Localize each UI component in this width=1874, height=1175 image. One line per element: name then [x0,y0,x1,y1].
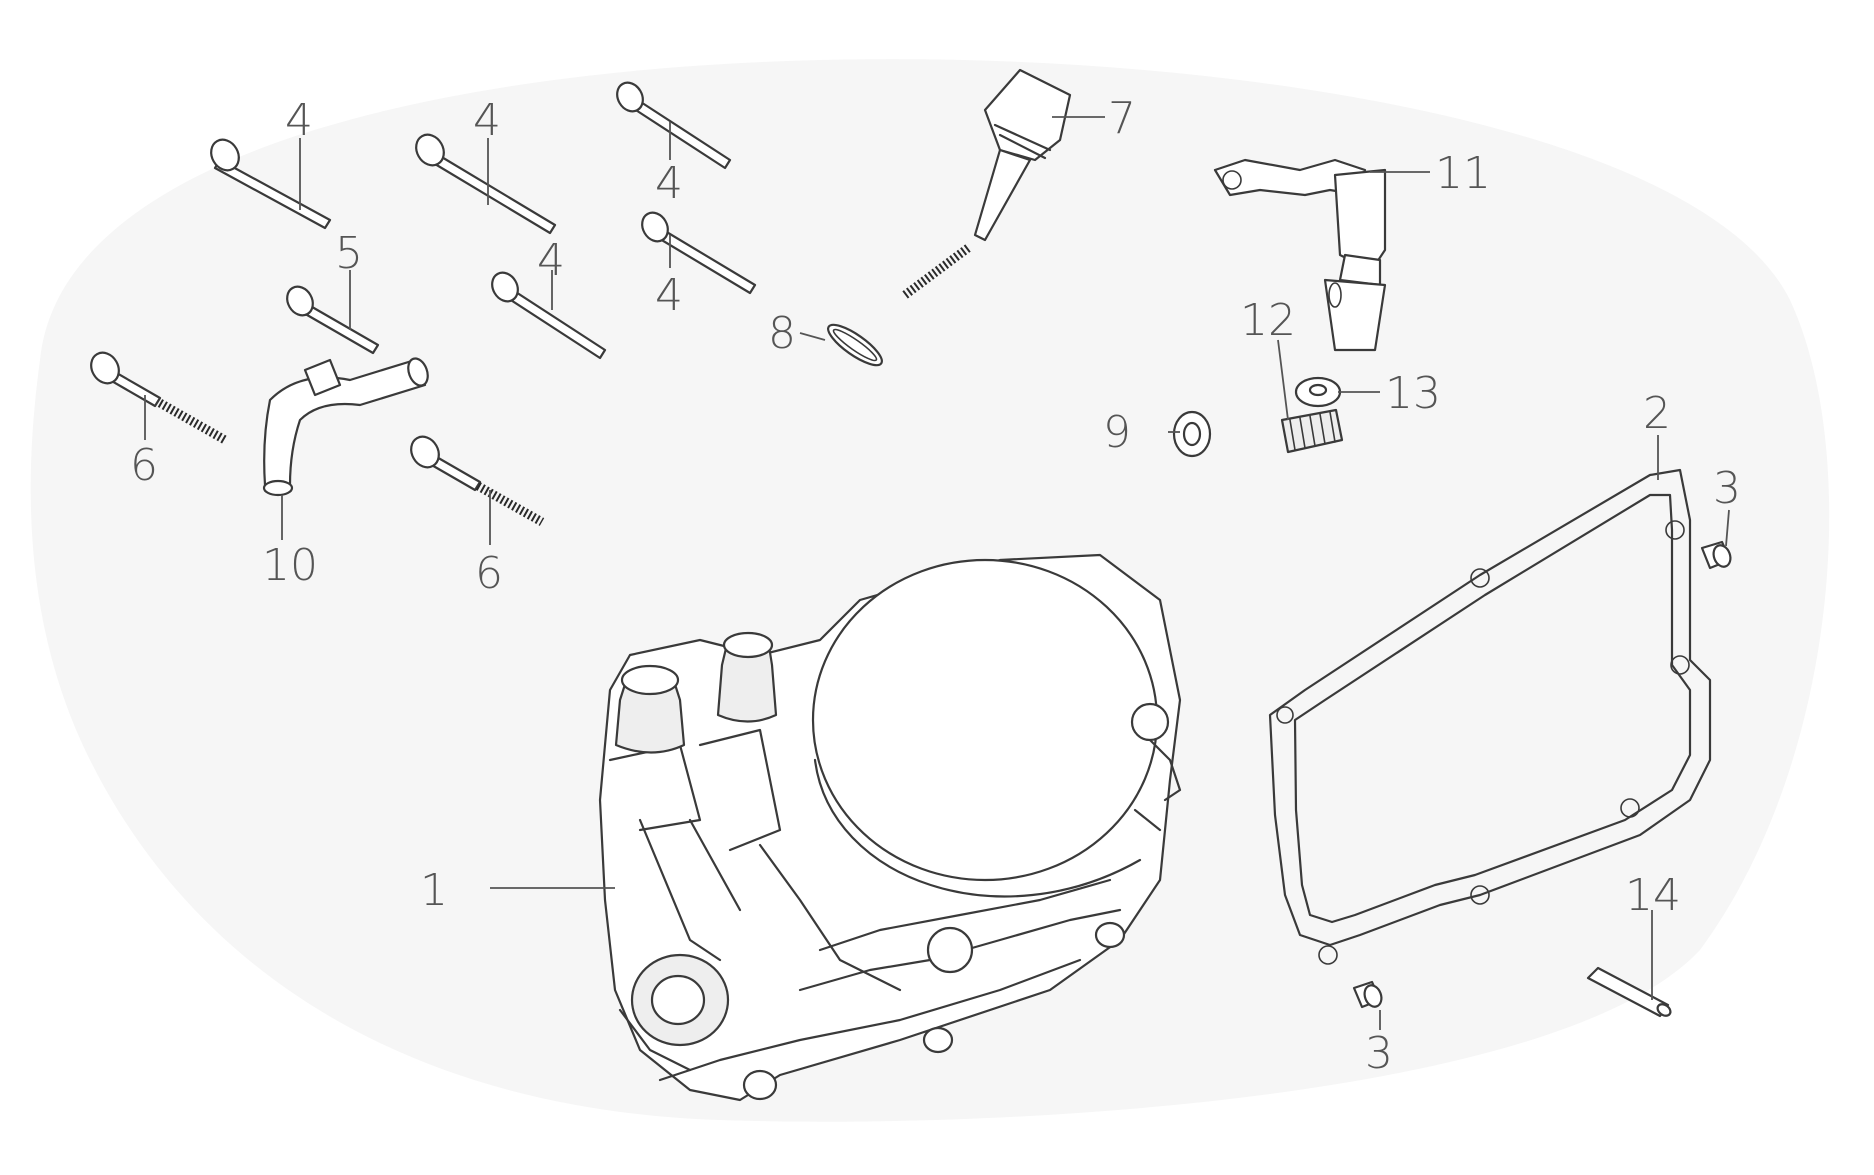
callout-2: 2 [1643,388,1671,439]
part-3-dowel-lower [1352,980,1383,1009]
callout-1: 1 [420,865,448,916]
callout-3-upper: 3 [1713,463,1741,514]
callout-8: 8 [768,308,796,359]
part-11-oil-pipe [1213,158,1387,352]
callout-6-b: 6 [475,548,503,599]
part-2-gasket [1268,468,1712,965]
part-4-bolt-b [415,133,557,235]
callout-6-a: 6 [130,440,158,491]
part-4-bolt-d [641,211,757,295]
part-4-bolt-c [616,81,732,170]
callout-4-c: 4 [655,158,683,209]
callout-11: 11 [1435,148,1491,199]
callout-labels: 1 2 3 3 4 4 4 4 4 5 6 6 7 8 9 10 11 12 1… [130,93,1741,1079]
part-14-pin [1586,966,1672,1018]
part-3-dowel-upper [1700,540,1732,570]
callout-7: 7 [1108,93,1136,144]
callout-4-b: 4 [473,95,501,146]
part-13-washer [1294,376,1342,408]
part-5-bolt [286,285,380,355]
callout-14: 14 [1625,870,1681,921]
part-7-oil-dipstick [902,68,1072,299]
part-4-bolt-a [210,138,332,230]
leader-lines [144,116,1730,1030]
part-8-o-ring [827,323,883,367]
callout-10: 10 [262,540,318,591]
part-10-breather-tube [262,357,429,497]
part-12-spring [1280,408,1344,454]
callout-4-e: 4 [537,235,565,286]
part-9-seal [1172,410,1212,458]
callout-12: 12 [1240,295,1296,346]
callout-4-d: 4 [655,270,683,321]
callout-9: 9 [1103,407,1131,458]
part-1-side-cover [598,553,1182,1102]
part-6-bolt-b [410,435,545,526]
callout-5: 5 [335,228,363,279]
callout-4-a: 4 [285,95,313,146]
callout-13: 13 [1385,368,1441,419]
part-4-bolt-e [491,271,607,360]
callout-3-lower: 3 [1365,1028,1393,1079]
